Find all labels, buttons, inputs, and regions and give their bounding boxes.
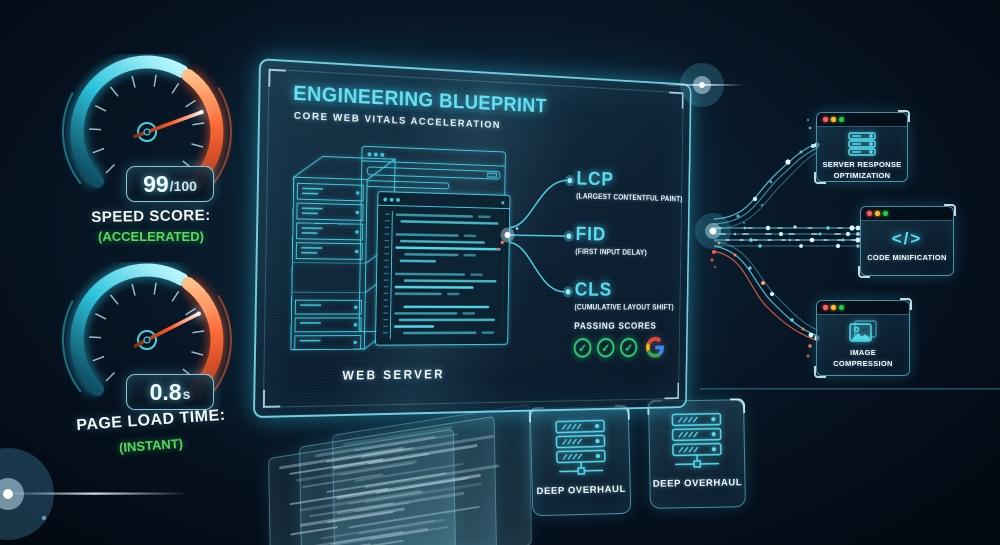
window-dot-green-icon: [839, 305, 844, 310]
window-dot-red-icon: [823, 117, 828, 122]
web-server-diagram: WEB SERVER: [277, 133, 535, 384]
speed-score-value: 99: [143, 170, 169, 197]
card-label: SERVER RESPONSE OPTIMIZATION: [822, 160, 902, 180]
speed-score-status: (ACCELERATED): [98, 229, 204, 244]
card-deep-overhaul-2: DEEP OVERHAUL: [648, 399, 746, 509]
window-dot-green-icon: [883, 211, 888, 216]
server-browser-wireframe-icon: [277, 133, 526, 362]
card-label: DEEP OVERHAUL: [652, 477, 743, 490]
speed-score-badge: 99 /100: [126, 166, 214, 202]
metric-name: (FIRST INPUT DELAY): [575, 247, 647, 257]
window-dot-yellow-icon: [831, 117, 836, 122]
check-icon: ✓: [596, 337, 615, 358]
horizontal-glow-streak: [700, 388, 1000, 390]
speed-score-max: /100: [169, 178, 197, 194]
speedometer-icon: [46, 261, 256, 422]
window-titlebar: [817, 301, 909, 315]
speed-score-gauge: 99 /100 SPEED SCORE: (ACCELERATED): [46, 53, 256, 244]
check-icon: ✓: [573, 338, 592, 358]
code-snippet-panel: [268, 428, 456, 545]
page-load-time-gauge: 0.8 s PAGE LOAD TIME: (INSTANT): [46, 261, 256, 455]
card-image-compression: IMAGE COMPRESSION: [814, 298, 912, 378]
window-titlebar: [861, 207, 953, 221]
card-label: IMAGE COMPRESSION: [833, 348, 893, 368]
load-time-unit: s: [182, 386, 191, 402]
browser-window-code-wireframe: [375, 192, 509, 346]
card-server-response-optimization: SERVER RESPONSE OPTIMIZATION: [814, 110, 910, 184]
metric-abbr: CLS: [574, 278, 613, 301]
speed-score-label: SPEED SCORE:: [91, 206, 211, 227]
diagram-caption: WEB SERVER: [342, 366, 445, 383]
window-dot-red-icon: [823, 305, 828, 310]
code-icon: </>: [891, 229, 923, 248]
card-label: DEEP OVERHAUL: [536, 483, 627, 498]
metric-cls: CLS (CUMULATIVE LAYOUT SHIFT): [574, 279, 685, 312]
passing-checks: ✓✓✓: [573, 337, 643, 358]
window-titlebar: [817, 113, 907, 127]
metric-lcp: LCP (LARGEST CONTENTFUL PAINT): [576, 168, 687, 204]
server-stack-icon: [848, 132, 876, 156]
main-screen: ENGINEERING BLUEPRINT CORE WEB VITALS AC…: [252, 58, 692, 419]
window-dot-yellow-icon: [831, 305, 836, 310]
server-rack-icon: [554, 419, 606, 475]
google-g-logo-icon: [646, 336, 665, 358]
load-time-badge: 0.8 s: [126, 374, 214, 410]
passing-scores-label: PASSING SCORES: [574, 321, 657, 332]
card-label: CODE MINIFICATION: [867, 253, 947, 262]
card-deep-overhaul-1: DEEP OVERHAUL: [529, 405, 632, 517]
branch-origin-flare: [695, 213, 731, 249]
metric-abbr: LCP: [576, 167, 614, 191]
metric-name: (LARGEST CONTENTFUL PAINT): [576, 191, 683, 204]
window-dot-green-icon: [839, 117, 844, 122]
metric-name: (CUMULATIVE LAYOUT SHIFT): [574, 303, 674, 312]
server-rack-icon: [671, 412, 722, 468]
window-dot-yellow-icon: [875, 211, 880, 216]
metric-fid: FID (FIRST INPUT DELAY): [575, 223, 686, 257]
lens-flare-bottom-left: [0, 448, 190, 540]
card-code-minification: </> CODE MINIFICATION: [858, 204, 956, 278]
passing-scores: PASSING SCORES ✓✓✓: [573, 321, 688, 358]
load-time-value: 0.8: [149, 378, 182, 405]
window-dot-red-icon: [867, 211, 872, 216]
metric-abbr: FID: [575, 223, 607, 246]
check-icon: ✓: [619, 337, 638, 358]
image-icon: [849, 320, 877, 342]
